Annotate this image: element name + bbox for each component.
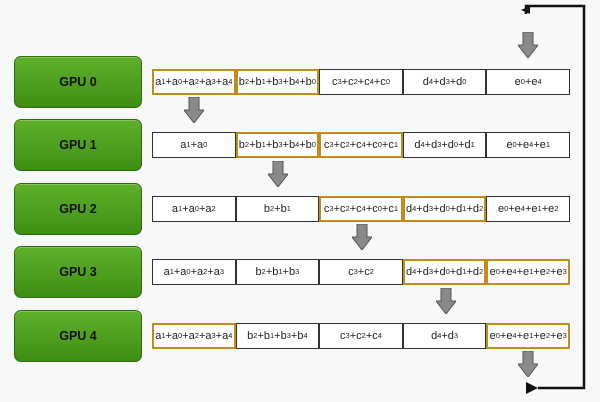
wrap-arrow-head <box>526 382 538 394</box>
send-arrow-down <box>434 287 458 315</box>
send-arrow-down <box>516 31 540 59</box>
gpu-3-label: GPU 3 <box>59 265 97 279</box>
gpu-1-label: GPU 1 <box>59 138 97 152</box>
send-arrow-down <box>350 223 374 251</box>
gpu-2-label: GPU 2 <box>59 202 97 216</box>
send-arrow-down <box>182 96 206 124</box>
gpu-3-box: GPU 3 <box>14 246 142 298</box>
gpu-4-label: GPU 4 <box>59 329 97 343</box>
gpu-0-box: GPU 0 <box>14 56 142 108</box>
send-arrow-down <box>516 350 540 378</box>
gpu-1-box: GPU 1 <box>14 119 142 171</box>
wrap-top-corner <box>521 6 530 14</box>
gpu-4-box: GPU 4 <box>14 310 142 362</box>
gpu-2-box: GPU 2 <box>14 183 142 235</box>
send-arrow-down <box>266 160 290 188</box>
gpu-0-label: GPU 0 <box>59 75 97 89</box>
